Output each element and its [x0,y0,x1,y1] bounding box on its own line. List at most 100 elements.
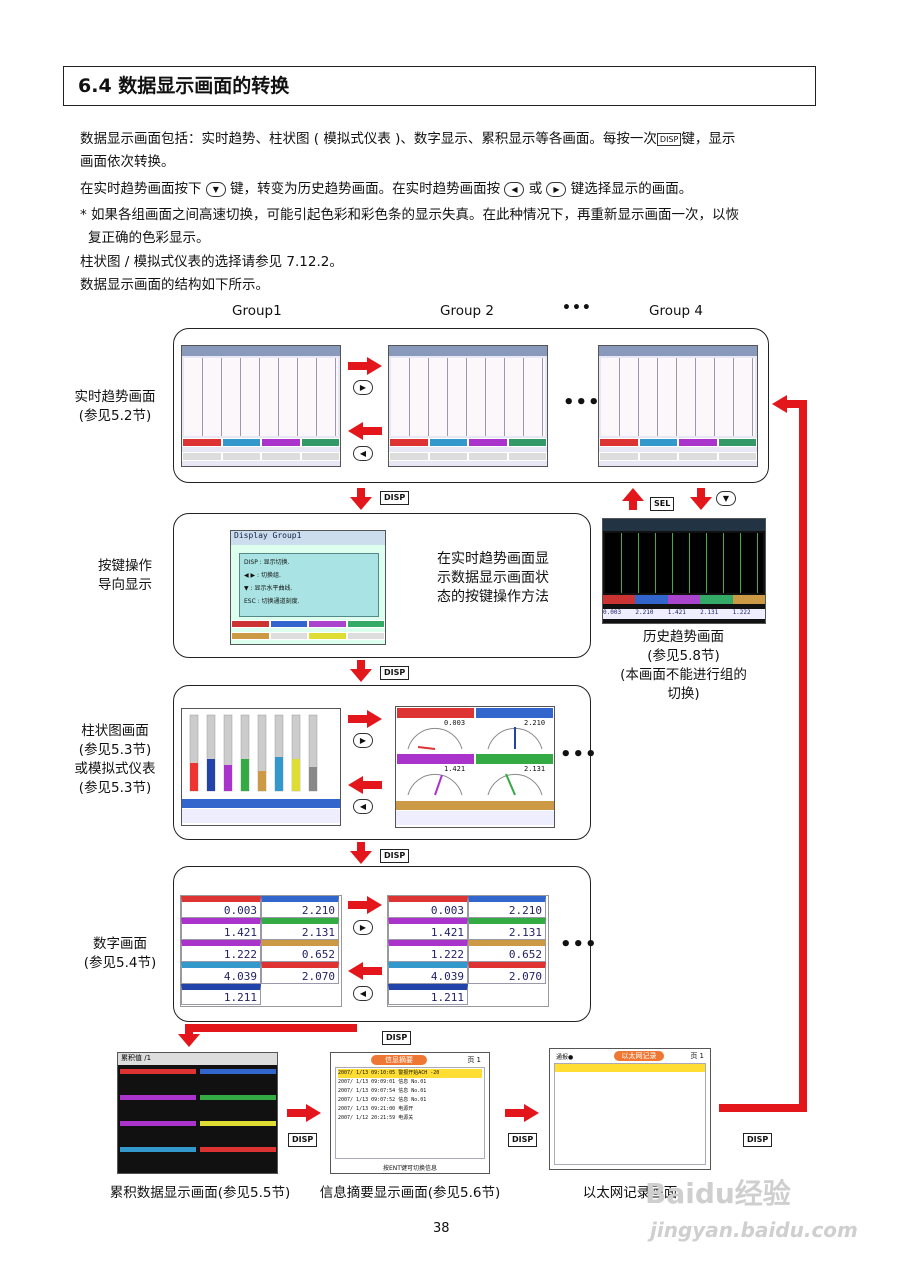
paragraph-1-text-c: 画面依次转换。 [80,154,175,170]
right-key-icon: ▶ [353,920,373,935]
keyguide-label-line1: 按键操作 [98,558,152,574]
digital-label-line1: 数字画面 [93,936,147,952]
realtime-label-line1: 实时趋势画面 [74,389,156,405]
digital-label-line2: (参见5.4节) [83,955,157,971]
paragraph-2-text-b: 键，转变为历史趋势画面。在实时趋势画面按 [230,181,501,197]
disp-key-icon: DISP [288,1133,318,1147]
right-key-icon: ▶ [353,380,373,395]
disp-key-icon: DISP [382,1031,412,1045]
cumulative-screen: 累积值 /1 [117,1052,278,1174]
group2-label: Group 2 [440,303,494,319]
more-groups-dots: ••• [560,934,598,955]
left-arrow-icon [348,776,382,794]
right-arrow-icon [287,1104,321,1122]
down-arrow-icon [350,842,372,864]
paragraph-5: 数据显示画面的结构如下所示。 [80,277,269,293]
page-number: 38 [433,1221,450,1236]
keyguide-box: DISP : 显示切换. ◀ ▶ : 切换组. ▼ : 显示水平曲线. ESC … [239,553,379,617]
keyguide-screen-title: Display Group1 [231,531,385,545]
left-arrow-icon [772,395,787,413]
realtime-screen-group4 [598,345,758,467]
history-label-line4: 切换) [667,686,700,702]
return-connector-line [799,400,807,1112]
left-arrow-icon [348,962,382,980]
down-arrow-icon [350,488,372,510]
disp-key-icon: DISP [380,666,410,680]
right-key-icon: ▶ [546,181,567,197]
paragraph-3-text-a: * 如果各组画面之间高速切换，可能引起色彩和彩色条的显示失真。在此种情况下，再重… [80,207,740,223]
down-arrow-icon [690,488,712,510]
sel-key-icon: SEL [650,497,675,511]
watermark-url: jingyan.baidu.com [650,1218,858,1242]
down-arrow-icon [178,1034,200,1056]
keyguide-label: 按键操作 导向显示 [80,557,170,595]
cumulative-label: 累积数据显示画面(参见5.5节) [109,1185,291,1201]
left-key-icon: ◀ [504,181,525,197]
disp-key-icon: DISP [508,1133,538,1147]
history-label: 历史趋势画面 (参见5.8节) (本画面不能进行组的 切换) [596,628,771,704]
message-screen: 信息摘要 页 1 2007/ 1/13 09:10:05 警报开始ACH -20… [330,1052,490,1174]
group4-label: Group 4 [649,303,703,319]
right-key-icon: ▶ [353,733,373,748]
return-connector-line [719,1104,807,1112]
left-arrow-icon [348,422,382,440]
digital-screen-group1: 0.003 2.210 1.421 2.131 1.222 0.652 4.03… [180,895,342,1007]
right-arrow-icon [348,896,382,914]
keyguide-desc-line2: 示数据显示画面状 [437,570,549,586]
bar-label-line2: (参见5.3节) [78,742,152,758]
realtime-screen-group1 [181,345,341,467]
watermark-brand: Baidu经验 [645,1177,791,1210]
more-groups-dots: ••• [563,392,601,413]
group-dots: ••• [562,300,592,316]
ethernet-screen: 通报● 以太网记录 页 1 [549,1048,711,1170]
right-arrow-icon [348,710,382,728]
paragraph-2-text-a: 在实时趋势画面按下 [80,181,202,197]
message-label: 信息摘要显示画面(参见5.6节) [319,1185,501,1201]
disp-key-icon: DISP [380,491,410,505]
section-title: 6.4 数据显示画面的转换 [63,66,816,106]
down-key-icon: ▼ [205,181,226,197]
digital-label: 数字画面 (参见5.4节) [70,935,170,973]
disp-key-icon: DISP [380,849,410,863]
history-label-line1: 历史趋势画面 [643,629,724,645]
paragraph-3-text-b: 复正确的色彩显示。 [88,230,210,246]
paragraph-1: 数据显示画面包括：实时趋势、柱状图 ( 模拟式仪表 )、数字显示、累积显示等各画… [80,128,825,174]
paragraph-4: 柱状图 / 模拟式仪表的选择请参见 7.12.2。 [80,254,343,270]
realtime-label: 实时趋势画面 (参见5.2节) [60,388,170,426]
left-key-icon: ◀ [353,446,373,461]
down-key-icon: ▼ [716,491,736,506]
keyguide-desc-line1: 在实时趋势画面显 [437,551,549,567]
connector-line [185,1024,193,1038]
left-key-icon: ◀ [353,986,373,1001]
gauge-screen: 0.003 2.210 1.421 2.131 [395,706,555,828]
history-label-line2: (参见5.8节) [647,648,720,664]
paragraph-3: * 如果各组画面之间高速切换，可能引起色彩和彩色条的显示失真。在此种情况下，再重… [80,204,825,250]
gauge-icon [396,708,554,825]
bar-label: 柱状图画面 (参见5.3节) 或模拟式仪表 (参见5.3节) [60,722,170,798]
paragraph-2-text-d: 键选择显示的画面。 [570,181,693,197]
right-arrow-icon [348,357,382,375]
bar-screen [181,708,341,826]
paragraph-2: 在实时趋势画面按下 ▼ 键，转变为历史趋势画面。在实时趋势画面按 ◀ 或 ▶ 键… [80,178,825,201]
return-connector-line [786,400,807,408]
realtime-label-line2: (参见5.2节) [78,408,152,424]
up-arrow-icon [622,488,644,510]
keyguide-screen: Display Group1 DISP : 显示切换. ◀ ▶ : 切换组. ▼… [230,530,386,645]
more-groups-dots: ••• [560,744,598,765]
disp-key-icon: DISP [656,132,682,146]
keyguide-label-line2: 导向显示 [98,577,152,593]
keyguide-description: 在实时趋势画面显 示数据显示画面状 态的按键操作方法 [418,550,568,607]
bar-label-line1: 柱状图画面 [81,723,149,739]
keyguide-desc-line3: 态的按键操作方法 [437,589,549,605]
bar-label-line3: 或模拟式仪表 [74,761,156,777]
paragraph-1-text-a: 数据显示画面包括：实时趋势、柱状图 ( 模拟式仪表 )、数字显示、累积显示等各画… [80,131,657,147]
digital-screen-group2: 0.003 2.210 1.421 2.131 1.222 0.652 4.03… [387,895,549,1007]
connector-line [185,1024,357,1032]
down-arrow-icon [350,660,372,682]
bar-label-line4: (参见5.3节) [78,780,152,796]
history-label-line3: (本画面不能进行组的 [620,667,747,683]
bar-graph-icon [182,714,340,823]
ethernet-label: 以太网记录画面 [582,1185,678,1201]
right-arrow-icon [505,1104,539,1122]
